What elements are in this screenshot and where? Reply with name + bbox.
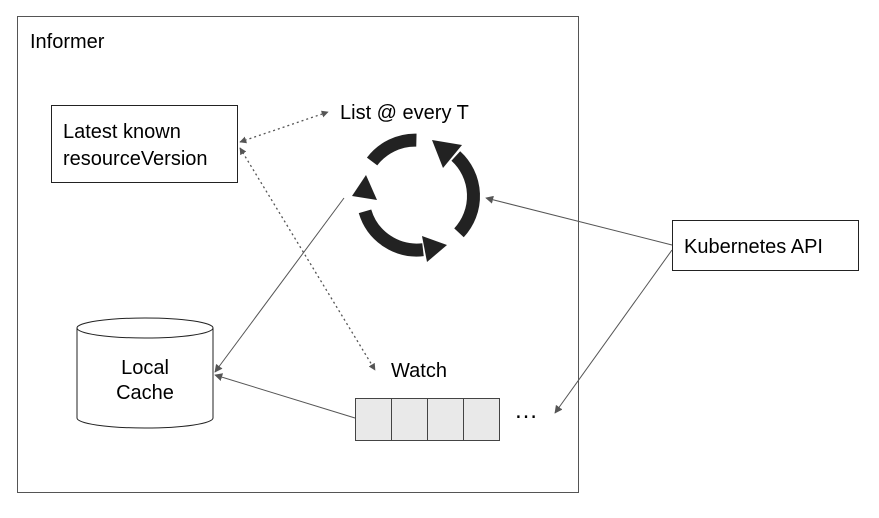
- kubernetes-api-box: Kubernetes API: [672, 220, 859, 271]
- watch-queue-cell: [355, 398, 392, 441]
- local-cache-cylinder: Local Cache: [76, 317, 214, 429]
- api-to-list-arrow: [485, 195, 673, 246]
- watch-queue-cell: [463, 398, 500, 441]
- watch-ellipsis: …: [514, 397, 538, 424]
- resource-version-box: Latest known resourceVersion: [51, 105, 238, 183]
- informer-title: Informer: [30, 31, 105, 53]
- rv-to-watch-dotted-arrow: [239, 147, 376, 371]
- list-label: List @ every T: [340, 102, 469, 124]
- resource-version-line1: Latest known: [63, 121, 181, 143]
- resource-version-line2: resourceVersion: [63, 148, 208, 170]
- watch-queue-cell: [427, 398, 464, 441]
- api-to-watch-arrow: [554, 249, 673, 414]
- watch-label: Watch: [391, 360, 447, 382]
- list-to-cache-arrow: [214, 197, 345, 373]
- rv-to-list-dotted-arrow: [239, 110, 329, 144]
- watch-queue: [355, 398, 500, 441]
- local-cache-line1: Local: [121, 357, 169, 379]
- watch-queue-cell: [391, 398, 428, 441]
- local-cache-line2: Cache: [116, 382, 174, 404]
- kubernetes-api-label: Kubernetes API: [684, 236, 823, 258]
- watch-to-cache-arrow: [214, 373, 356, 419]
